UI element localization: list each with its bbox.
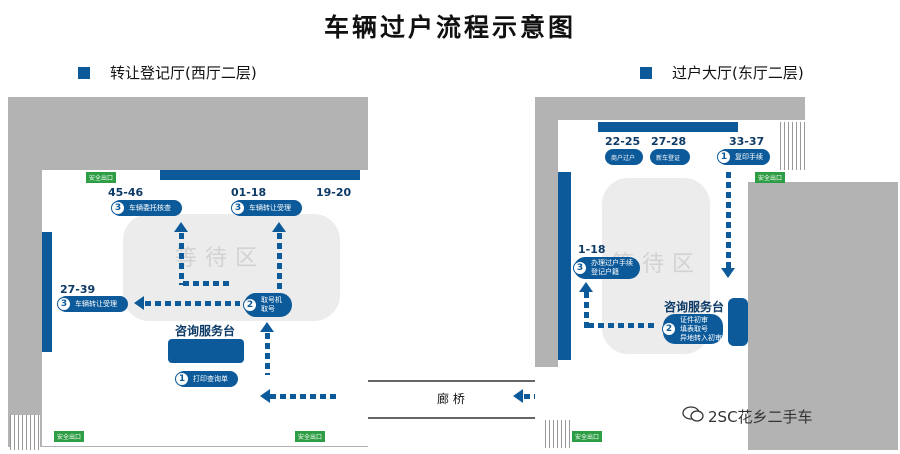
counter-number: 1-18 xyxy=(578,243,606,256)
exit-sign: 安全出口 xyxy=(54,431,85,442)
step-number: 3 xyxy=(57,297,71,311)
exit-sign: 安全出口 xyxy=(295,431,326,442)
counter-label: 商户过户 xyxy=(611,154,636,162)
counter-number: 19-20 xyxy=(316,186,352,199)
exit-sign: 安全出口 xyxy=(755,172,786,183)
counter-number: 33-37 xyxy=(729,135,765,148)
step-number: 3 xyxy=(111,201,125,215)
route-dash xyxy=(277,233,282,291)
stairs xyxy=(545,420,570,448)
counter-label-pill: 商户过户 xyxy=(605,149,643,165)
waiting-area-label: 等待区 xyxy=(175,246,266,271)
arrow-up-icon xyxy=(272,222,286,232)
step-print-query: 1 打印查询单 xyxy=(175,371,238,387)
route-dash xyxy=(270,394,338,399)
arrow-up-icon xyxy=(260,322,274,332)
counter-number: 27-28 xyxy=(651,135,687,148)
step-label: 办理过户手续 登记户籍 xyxy=(591,259,633,276)
exit-sign: 安全出口 xyxy=(572,431,603,442)
page-title: 车辆过户流程示意图 xyxy=(323,13,576,42)
route-dash xyxy=(726,172,731,268)
step-label: 车辆转让受理 xyxy=(75,300,117,308)
legend-west: 转让登记厅(西厅二层) xyxy=(78,62,257,83)
east-building-block xyxy=(748,182,898,450)
step-label: 车辆转让受理 xyxy=(249,204,291,212)
stairs xyxy=(10,415,40,450)
chat-bubble-icon xyxy=(682,405,704,427)
counter-number: 45-46 xyxy=(108,186,144,199)
arrow-left-icon xyxy=(513,389,523,403)
legend-swatch xyxy=(78,66,90,79)
route-dash xyxy=(265,333,270,375)
step-number: 3 xyxy=(573,261,587,275)
counter-number: 01-18 xyxy=(231,186,267,199)
info-desk-label: 咨询服务台 xyxy=(664,300,725,314)
step-number: 1 xyxy=(717,150,731,164)
step-take-number: 2 取号机 取号 xyxy=(243,293,292,317)
exit-sign: 安全出口 xyxy=(86,172,117,183)
step-label: 车辆委托核查 xyxy=(129,204,171,212)
corridor-wall xyxy=(368,380,536,382)
step-label: 证件初审 填表取号 异地转入初审 xyxy=(680,315,722,342)
step-photocopy: 1 复印手续 xyxy=(717,149,770,165)
info-desk xyxy=(728,298,748,346)
legend-east: 过户大厅(东厅二层) xyxy=(640,62,804,83)
arrow-left-icon xyxy=(134,296,144,310)
counter-number: 27-39 xyxy=(60,283,96,296)
corridor-label: 廊 桥 xyxy=(437,392,465,406)
route-dash xyxy=(145,301,240,306)
step-number: 3 xyxy=(231,201,245,215)
arrow-down-icon xyxy=(721,268,735,278)
legend-west-label: 转让登记厅(西厅二层) xyxy=(110,64,257,82)
stairs xyxy=(780,122,805,170)
step-vehicle-check: 3 车辆委托核查 xyxy=(111,200,182,216)
east-side-counter xyxy=(558,172,571,360)
east-top-counter xyxy=(598,122,738,132)
legend-swatch xyxy=(640,66,652,79)
step-label: 复印手续 xyxy=(735,153,763,161)
route-dash xyxy=(179,233,184,285)
counter-label-pill: 新车登证 xyxy=(650,149,690,165)
arrow-up-icon xyxy=(579,282,593,292)
corridor-wall xyxy=(368,417,536,419)
watermark-text: 2SC花乡二手车 xyxy=(708,407,813,426)
step-number: 2 xyxy=(243,298,257,312)
arrow-up-icon xyxy=(174,222,188,232)
watermark: 2SC花乡二手车 xyxy=(682,405,813,427)
legend-east-label: 过户大厅(东厅二层) xyxy=(672,64,804,82)
step-transfer-accept: 3 车辆转让受理 xyxy=(231,200,302,216)
west-top-counter xyxy=(160,170,360,180)
step-transfer-accept: 3 车辆转让受理 xyxy=(57,296,128,312)
info-desk-label: 咨询服务台 xyxy=(175,324,236,338)
arrow-left-icon xyxy=(260,389,270,403)
step-transfer-process: 3 办理过户手续 登记户籍 xyxy=(573,257,640,279)
step-number: 2 xyxy=(662,322,676,336)
step-label: 打印查询单 xyxy=(193,375,228,383)
counter-number: 22-25 xyxy=(605,135,641,148)
route-dash xyxy=(584,292,589,328)
route-dash xyxy=(588,323,658,328)
route-dash xyxy=(183,281,231,286)
info-desk xyxy=(168,339,244,363)
step-number: 1 xyxy=(175,372,189,386)
step-document-review: 2 证件初审 填表取号 异地转入初审 xyxy=(662,314,723,344)
step-label: 取号机 取号 xyxy=(261,296,282,313)
west-side-counter xyxy=(42,232,52,352)
counter-label: 新车登证 xyxy=(656,154,681,162)
